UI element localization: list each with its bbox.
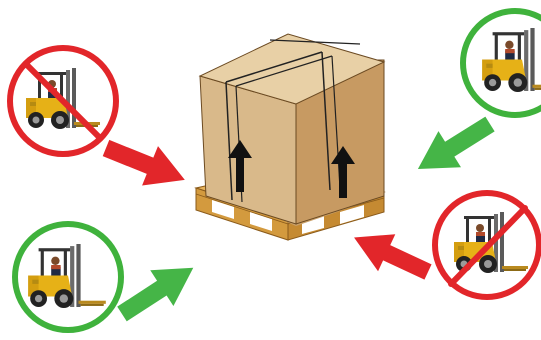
forklift-prohibited-icon bbox=[432, 190, 541, 300]
forbidden-arrow-top-left-icon bbox=[98, 128, 193, 200]
forklift-allowed-icon bbox=[12, 221, 124, 333]
allowed-arrow-bottom-left-icon bbox=[110, 249, 205, 332]
forklift-prohibited-icon bbox=[7, 45, 119, 157]
pallet-box-icon bbox=[194, 33, 386, 241]
allowed-arrow-top-right-icon bbox=[406, 105, 502, 188]
up-arrow-icon bbox=[228, 140, 252, 192]
up-arrow-icon bbox=[331, 146, 355, 198]
forklift-allowed-icon bbox=[460, 8, 541, 118]
forbidden-arrow-bottom-right-icon bbox=[345, 219, 437, 291]
